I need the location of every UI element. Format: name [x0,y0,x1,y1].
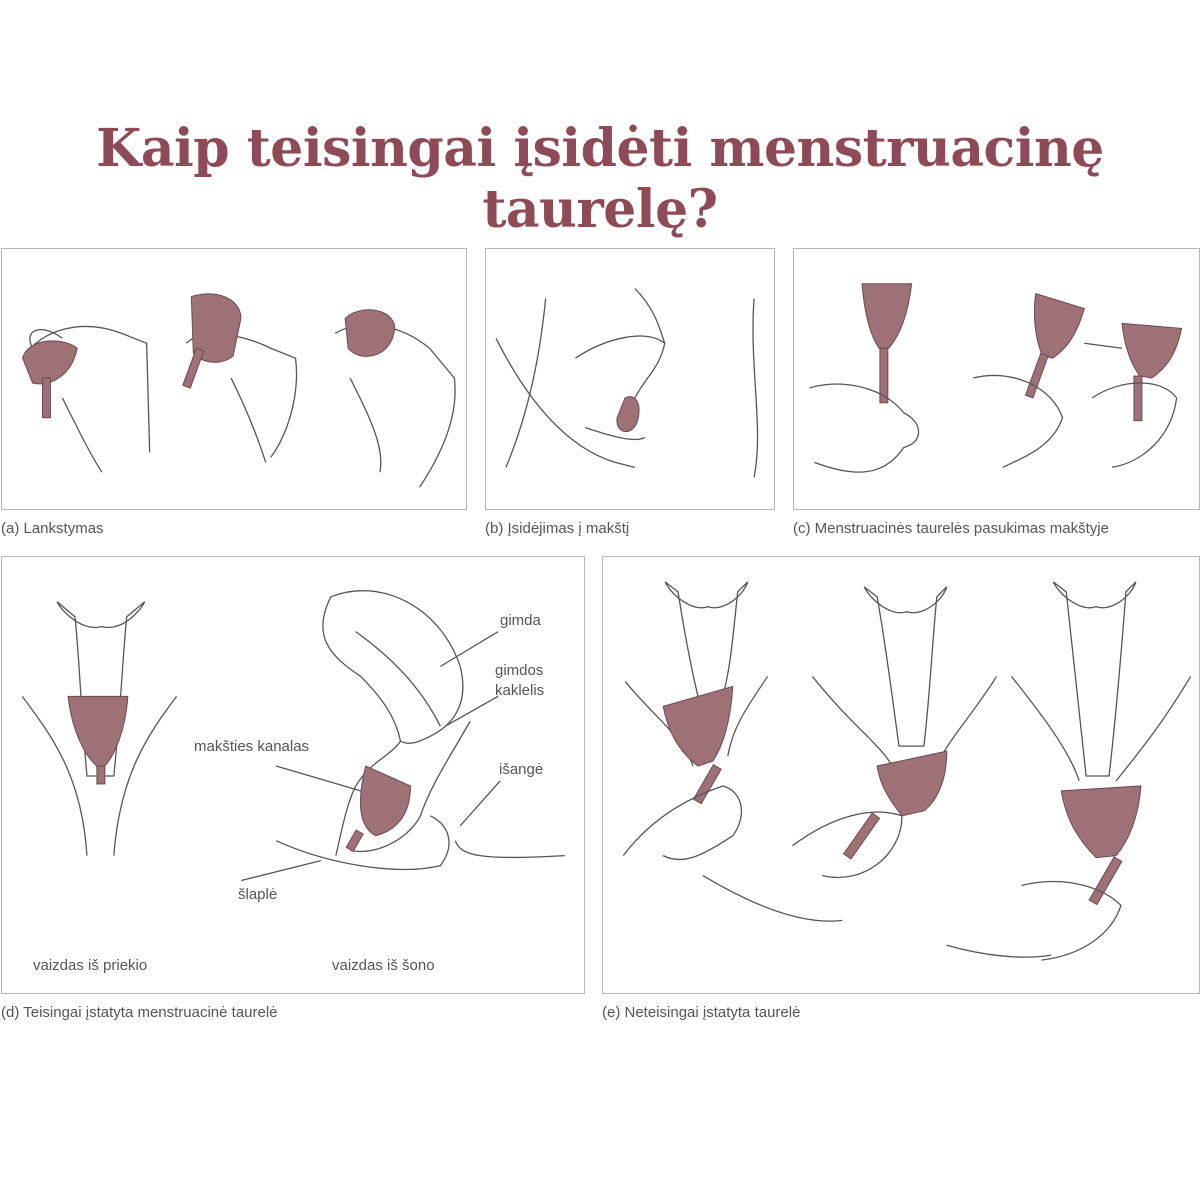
label-gimdos: gimdos [495,662,544,679]
caption-c: (c) Menstruacinės taurelės pasukimas mak… [793,520,1109,537]
correct-placement-illustration [21,590,565,882]
label-gimda: gimda [500,612,541,629]
panel-insertion [485,248,775,510]
label-front-view: vaizdas iš priekio [33,957,148,974]
rotation-illustration [809,283,1183,473]
caption-a: (a) Lankstymas [1,520,104,537]
panel-folding [1,248,467,510]
panel-rotation [793,248,1200,510]
label-makšties-kanalas: makšties kanalas [194,738,310,755]
label-side-view: vaizdas iš šono [332,957,435,974]
caption-b: (b) Įsidėjimas į makštį [485,520,630,537]
incorrect-placement-illustration [622,581,1192,961]
label-isange: išangė [499,761,544,778]
caption-e: (e) Neteisingai įstatyta taurelė [602,1004,801,1021]
insertion-illustration [495,288,759,478]
page-title: Kaip teisingai įsidėti menstruacinę taur… [96,118,1104,240]
caption-d: (d) Teisingai įstatyta menstruacinė taur… [1,1004,278,1021]
label-kaklelis: kaklelis [495,682,545,699]
panel-correct-placement: gimda gimdos kaklelis makšties kanalas i… [1,556,585,994]
folding-illustration [22,293,456,488]
label-slaple: šlaplė [238,886,278,903]
panel-incorrect-placement [602,556,1200,994]
